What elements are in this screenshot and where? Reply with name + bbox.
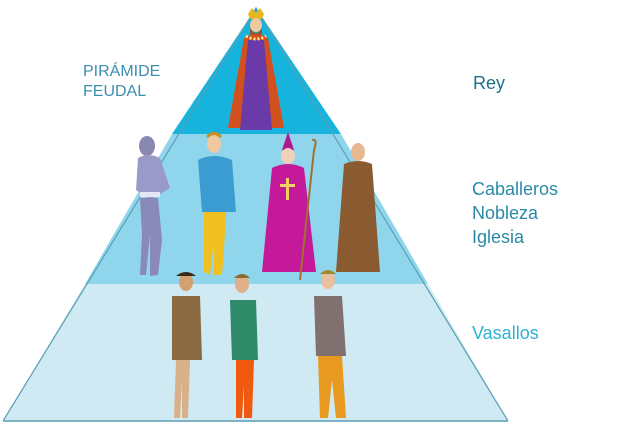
peasant-grey-figure <box>314 270 346 418</box>
label-rey: Rey <box>473 73 506 93</box>
title-line-2: FEUDAL <box>83 83 147 100</box>
label-caballeros: Caballeros <box>472 179 559 199</box>
label-iglesia: Iglesia <box>472 227 525 247</box>
label-nobleza: Nobleza <box>472 203 539 223</box>
bishop-figure <box>262 132 317 281</box>
label-middle-tier: Caballeros Nobleza Iglesia <box>472 177 558 249</box>
knight-figure <box>136 136 170 276</box>
title-line-1: PIRÁMIDE <box>83 63 161 80</box>
label-vasallos: Vasallos <box>472 323 539 343</box>
monk-figure <box>336 143 380 272</box>
peasant-green-figure <box>230 274 258 418</box>
diagram-title: PIRÁMIDE FEUDAL <box>83 62 160 102</box>
noble-figure <box>198 132 236 275</box>
king-figure <box>228 8 284 130</box>
peasant-brown-figure <box>172 272 202 418</box>
